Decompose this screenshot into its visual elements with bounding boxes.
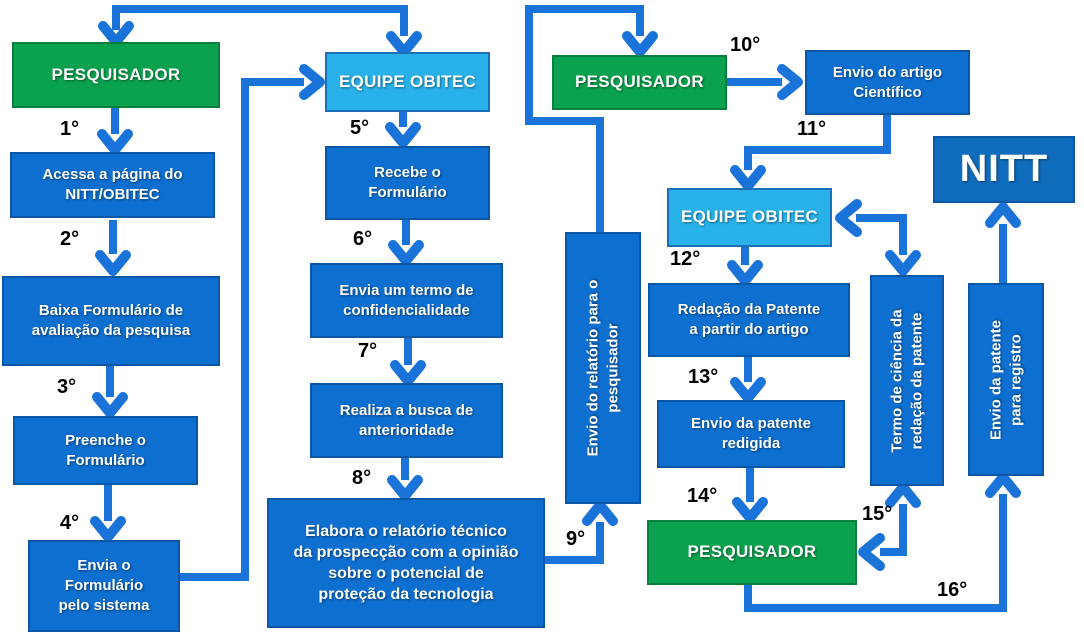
- arrow-step-6: [388, 220, 424, 266]
- node-elabora-relatorio: Elabora o relatório técnico da prospecçã…: [267, 498, 545, 628]
- step-label-10: 10°: [730, 34, 761, 56]
- node-recebe-formulario: Recebe o Formulário: [325, 146, 490, 220]
- node-label: Envio do relatório para o pesquisador: [584, 279, 622, 457]
- step-label-12: 12°: [670, 248, 701, 270]
- step-label-13: 13°: [688, 366, 719, 388]
- node-envio-artigo: Envio do artigo Científico: [805, 50, 970, 115]
- node-label: Baixa Formulário de avaliação da pesquis…: [31, 302, 191, 339]
- node-label: PESQUISADOR: [575, 72, 704, 92]
- node-envio-relatorio: Envio do relatório para o pesquisador: [565, 232, 641, 504]
- node-label: Elabora o relatório técnico da prospecçã…: [293, 522, 519, 604]
- step-label-9: 9°: [566, 528, 586, 550]
- step-label-6: 6°: [353, 228, 373, 250]
- node-envio-registro: Envio da patente para registro: [968, 283, 1044, 476]
- node-label: Preenche o Formulário: [65, 431, 146, 469]
- node-equipe-obitec-1: EQUIPE OBITEC: [325, 52, 490, 112]
- node-pesquisador-1: PESQUISADOR: [12, 42, 220, 108]
- arrow-step-8: [387, 458, 423, 501]
- arrow-registro-to-nitt: [985, 202, 1021, 283]
- arrow-form-to-equipe: [180, 64, 325, 581]
- node-acessa-pagina: Acessa a página do NITT/OBITEC: [10, 152, 215, 218]
- step-label-14: 14°: [687, 485, 718, 507]
- arrow-step-15: [858, 482, 921, 571]
- node-pesquisador-2: PESQUISADOR: [552, 55, 727, 110]
- node-realiza-busca: Realiza a busca de anterioridade: [310, 383, 503, 458]
- step-label-2: 2°: [60, 228, 80, 250]
- node-label: Envio da patente para registro: [987, 319, 1025, 440]
- node-label: EQUIPE OBITEC: [680, 207, 819, 227]
- node-label: Recebe o Formulário: [368, 164, 447, 201]
- step-label-15: 15°: [862, 503, 893, 525]
- node-label: EQUIPE OBITEC: [338, 71, 477, 91]
- arrow-step-3: [92, 366, 128, 418]
- arrow-step-9: [545, 500, 618, 564]
- arrow-step-14: [732, 468, 768, 523]
- arrow-step-2: [95, 220, 131, 276]
- arrow-step-5: [385, 112, 421, 148]
- arrow-step-7: [390, 338, 426, 386]
- node-nitt: NITT: [933, 136, 1075, 203]
- arrow-step-11: [730, 115, 891, 191]
- node-label: Acessa a página do NITT/OBITEC: [42, 166, 183, 203]
- node-label: Envio da patente redigida: [690, 415, 812, 452]
- step-label-8: 8°: [352, 467, 372, 489]
- node-termo-ciencia: Termo de ciência da redação da patente: [870, 275, 944, 486]
- arrow-step-10: [727, 64, 803, 100]
- arrow-step-1: [97, 108, 133, 155]
- node-label: Envia o Formulário pelo sistema: [58, 557, 150, 614]
- step-label-16: 16°: [937, 579, 968, 601]
- node-baixa-formulario: Baixa Formulário de avaliação da pesquis…: [2, 276, 220, 366]
- step-label-4: 4°: [60, 512, 80, 534]
- node-label: Envio do artigo Científico: [832, 63, 943, 101]
- node-label: Termo de ciência da redação da patente: [888, 308, 926, 453]
- node-preenche-formulario: Preenche o Formulário: [13, 416, 198, 485]
- node-label: Redação da Patente a partir do artigo: [677, 301, 821, 338]
- arrow-step-12: [727, 247, 763, 286]
- arrow-relatorio-to-pesquisador: [525, 5, 658, 232]
- step-label-7: 7°: [358, 340, 378, 362]
- node-label: Realiza a busca de anterioridade: [339, 401, 474, 439]
- node-label: PESQUISADOR: [51, 64, 181, 84]
- arrow-step-13: [730, 357, 766, 403]
- arrow-step-4: [90, 485, 126, 542]
- arrow-equipe2-termo: [835, 199, 921, 276]
- step-label-11: 11°: [797, 118, 827, 140]
- arrow-step-16: [744, 472, 1021, 612]
- step-label-1: 1°: [60, 118, 80, 140]
- node-label: NITT: [959, 148, 1049, 191]
- node-redacao-patente: Redação da Patente a partir do artigo: [648, 283, 850, 357]
- step-label-5: 5°: [350, 117, 370, 139]
- node-envia-formulario: Envia o Formulário pelo sistema: [28, 540, 180, 632]
- step-label-3: 3°: [57, 376, 77, 398]
- node-pesquisador-3: PESQUISADOR: [647, 520, 857, 585]
- node-envio-patente-redigida: Envio da patente redigida: [657, 400, 845, 468]
- node-equipe-obitec-2: EQUIPE OBITEC: [667, 188, 832, 247]
- node-envia-termo: Envia um termo de confidencialidade: [310, 263, 503, 338]
- node-label: PESQUISADOR: [687, 542, 817, 562]
- node-label: Envia um termo de confidencialidade: [339, 281, 474, 319]
